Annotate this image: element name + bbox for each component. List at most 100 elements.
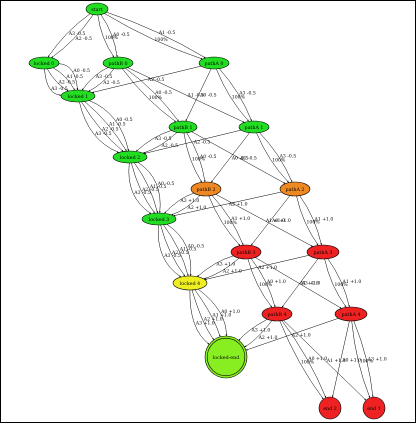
edge-pathA0-pathA1	[219, 68, 252, 122]
edge-pathA3-pathB4	[281, 258, 319, 308]
edge-pathB4-end2	[279, 320, 324, 400]
edge-label: A3 -0.5	[163, 253, 181, 259]
node-inner-ring	[206, 337, 246, 377]
edge-label: A0 -0.5	[72, 68, 90, 74]
edge-pathA4-lockedEnd	[245, 318, 339, 351]
edge-locked2-locked3	[137, 162, 161, 214]
edge-pathB3-locked4	[203, 258, 240, 280]
node-end2[interactable]: end 2	[318, 396, 342, 420]
edge-pathA2-pathA3	[299, 195, 322, 246]
node-end1[interactable]: end 1	[362, 396, 386, 420]
node-shape	[238, 120, 270, 134]
edge-locked4-lockedEnd	[191, 289, 215, 341]
node-label: pathA 4	[342, 312, 361, 318]
node-start[interactable]: start	[85, 2, 109, 16]
edge-pathB3-pathB4	[247, 258, 273, 308]
node-shape	[204, 335, 248, 379]
edge-label: A1 -0.5	[179, 247, 197, 253]
edge-locked3-locked4	[160, 224, 186, 277]
node-label: locked-end	[213, 355, 240, 361]
edge-label: 100%	[259, 282, 273, 288]
node-label: locked 1	[68, 94, 89, 100]
edge-label: A1 +1.0	[265, 218, 285, 224]
edge-pathA1-pathA2	[259, 132, 293, 183]
edge-pathA1-locked2	[143, 129, 242, 154]
edge-label: A3 +1.0	[179, 198, 199, 204]
edge-label: A2 -0.5	[74, 36, 92, 42]
edge-label: A3 -0.5	[154, 136, 172, 142]
edge-label: A1 -0.5	[65, 74, 83, 80]
edge-label: A3 -0.5	[133, 190, 151, 196]
node-shape	[261, 306, 293, 322]
edge-label: A3 +1.0	[367, 357, 387, 363]
edge-pathB1-locked2	[135, 130, 172, 152]
edge-label: 100%	[307, 220, 321, 226]
node-pathA2[interactable]: pathA 2	[279, 181, 311, 197]
node-pathA1[interactable]: pathA 1	[238, 120, 270, 134]
edge-label: A1 +1.0	[314, 217, 334, 223]
node-label: pathA 2	[286, 187, 305, 193]
edge-label: A3 -0.5	[94, 131, 112, 137]
edge-label: A1 +1.0	[326, 358, 346, 364]
edge-start-pathA0	[104, 13, 203, 60]
node-shape	[198, 56, 230, 70]
edge-pathA4-end1	[351, 320, 371, 398]
edge-label: A3 -0.5	[50, 86, 68, 92]
edge-pathB2-pathB3	[208, 195, 241, 246]
edge-label: 100%	[272, 157, 286, 163]
node-pathB2[interactable]: pathB 2	[190, 181, 222, 197]
edge-label: A2 -0.5	[193, 139, 211, 145]
node-shape	[102, 56, 134, 70]
node-locked1[interactable]: locked 1	[60, 89, 96, 103]
node-lockedEnd[interactable]: locked-end	[204, 335, 248, 379]
edge-pathA1-pathB2	[210, 132, 250, 183]
node-label: start	[91, 7, 103, 13]
node-label: pathA 3	[314, 250, 333, 256]
node-pathA0[interactable]: pathA 0	[198, 56, 230, 70]
edge-pathA4-end1	[353, 320, 374, 398]
edge-label: 100%	[155, 37, 169, 43]
edge-label: 100%	[232, 94, 246, 100]
edge-label: A0 +1.0	[307, 356, 327, 362]
node-pathB1[interactable]: pathB 1	[168, 120, 198, 134]
edge-label: A1 +1.0	[299, 281, 319, 287]
edge-locked2-locked3	[134, 162, 158, 214]
edge-pathB2-locked3	[164, 192, 194, 214]
node-pathA3[interactable]: pathA 3	[306, 244, 340, 260]
node-locked3[interactable]: locked 3	[141, 212, 177, 226]
node-label: pathB 3	[236, 250, 255, 256]
edge-label: A2 +1.0	[291, 332, 311, 338]
node-pathB4[interactable]: pathB 4	[261, 306, 293, 322]
node-shape	[230, 244, 262, 260]
node-shape	[168, 120, 198, 134]
edge-locked3-locked4	[157, 224, 182, 278]
node-label: locked 4	[180, 281, 201, 287]
node-pathB0[interactable]: pathB 0	[102, 56, 134, 70]
edge-label: A2 -0.5	[161, 143, 179, 149]
node-locked0[interactable]: locked 0	[28, 56, 60, 70]
node-label: pathA 0	[205, 61, 224, 67]
edge-label: A0 -0.5	[157, 181, 175, 187]
node-locked2[interactable]: locked 2	[112, 150, 148, 164]
edge-locked3-locked4	[166, 224, 192, 277]
node-pathB3[interactable]: pathB 3	[230, 244, 262, 260]
edge-label: 100%	[105, 35, 119, 41]
node-shape	[112, 150, 148, 164]
node-label: pathB 1	[173, 125, 192, 131]
edge-label: A3 -0.5	[238, 91, 256, 97]
node-pathA4[interactable]: pathA 4	[334, 306, 368, 322]
edge-label: A3 -0.5	[68, 31, 86, 37]
edge-label: A2 -0.5	[101, 126, 119, 132]
node-locked4[interactable]: locked 4	[172, 275, 208, 291]
edge-label: A2 -0.5	[58, 80, 76, 86]
edge-label: A0 -0.5	[112, 32, 130, 38]
node-shape	[306, 244, 340, 260]
edge-pathB3-locked4	[197, 255, 234, 277]
edge-label: A0 -0.5	[115, 117, 133, 123]
edge-pathB3-pathA4	[255, 257, 342, 309]
edge-label: 100%	[301, 360, 315, 366]
edge-pathB0-pathB1	[125, 67, 179, 122]
edge-label: A1 +1.0	[342, 279, 362, 285]
edge-label: A1 +1.0	[230, 216, 250, 222]
